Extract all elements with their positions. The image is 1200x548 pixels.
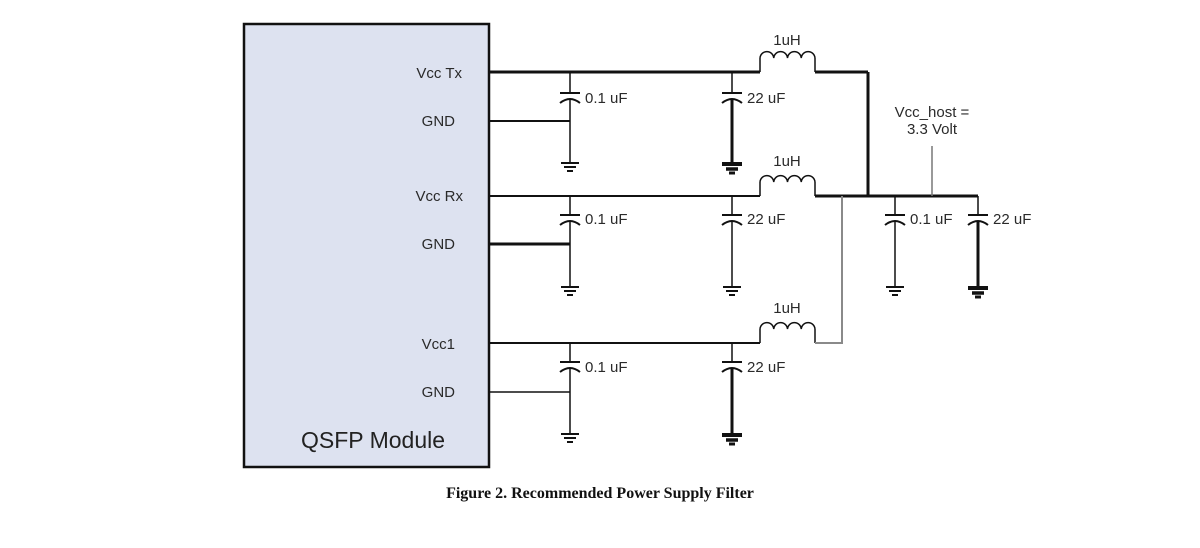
module-title: QSFP Module [301, 427, 445, 453]
cap-22uf-host-label: 22 uF [993, 211, 1031, 228]
cap-0.1uf-vcc1-label: 0.1 uF [585, 359, 628, 376]
cap-22uf-vcc1 [721, 343, 743, 446]
cap-22uf-rx-label: 22 uF [747, 211, 785, 228]
qsfp-module-box [242, 22, 491, 469]
vcc-rx-rail [489, 194, 978, 246]
pin-label-vcc-rx: Vcc Rx [415, 188, 463, 205]
cap-0.1uf-rx [559, 196, 581, 296]
cap-0.1uf-tx [559, 72, 581, 172]
inductor-tx-label: 1uH [773, 32, 801, 49]
inductor-vcc1 [759, 321, 816, 343]
vcc-host-label-line2: 3.3 Volt [907, 121, 958, 138]
pin-label-vcc1: Vcc1 [422, 336, 455, 353]
cap-0.1uf-host [884, 196, 906, 296]
inductor-tx [759, 50, 816, 72]
cap-22uf-rx [721, 196, 743, 296]
vcc-tx-rail [489, 70, 870, 196]
pin-label-gnd-3: GND [422, 384, 456, 401]
inductor-rx [759, 174, 816, 196]
cap-22uf-vcc1-label: 22 uF [747, 359, 785, 376]
vcc1-return-wire [815, 196, 843, 344]
cap-22uf-host [967, 196, 989, 299]
inductor-rx-label: 1uH [773, 153, 801, 170]
pin-label-gnd-1: GND [422, 113, 456, 130]
inductor-vcc1-label: 1uH [773, 300, 801, 317]
cap-0.1uf-rx-label: 0.1 uF [585, 211, 628, 228]
cap-22uf-tx-label: 22 uF [747, 90, 785, 107]
cap-0.1uf-host-label: 0.1 uF [910, 211, 953, 228]
pin-label-vcc-tx: Vcc Tx [416, 65, 462, 82]
vcc-host-label-line1: Vcc_host = [895, 104, 970, 121]
cap-22uf-tx [721, 72, 743, 175]
vcc1-rail [489, 342, 760, 393]
figure-caption: Figure 2. Recommended Power Supply Filte… [446, 485, 754, 502]
cap-0.1uf-vcc1 [559, 343, 581, 443]
cap-0.1uf-tx-label: 0.1 uF [585, 90, 628, 107]
pin-label-gnd-2: GND [422, 236, 456, 253]
